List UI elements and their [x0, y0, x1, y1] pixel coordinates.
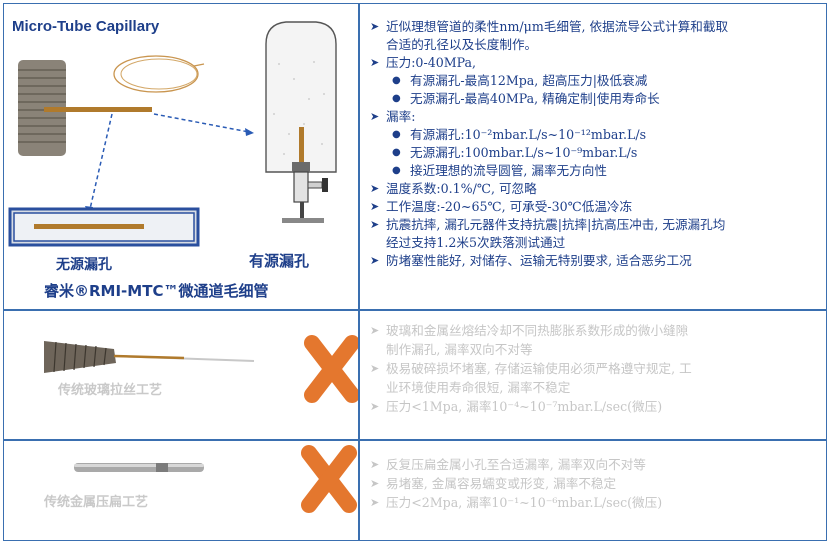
threaded-fitting: [18, 60, 66, 156]
metal-drawbacks-cell: 反复压扁金属小孔至合适漏率, 漏率双向不对等 易堵塞, 金属容易蠕变或形变, 漏…: [359, 440, 827, 541]
glass-process-label: 传统玻璃拉丝工艺: [58, 383, 163, 398]
spec-line: 合适的孔径以及长度制作。: [386, 37, 538, 52]
active-leak-bottle: [265, 21, 337, 173]
metal-drawback-line: 易堵塞, 金属容易蠕变或形变, 漏率不稳定: [370, 474, 820, 493]
metal-drawbacks-list: 反复压扁金属小孔至合适漏率, 漏率双向不对等 易堵塞, 金属容易蠕变或形变, 漏…: [370, 455, 820, 512]
metal-drawing: [74, 445, 357, 513]
spec-line: 无源漏孔:100mbar.L/s~10⁻⁹mbar.L/s: [370, 144, 820, 162]
glass-drawback-line: 压力<1Mpa, 漏率10⁻⁴~10⁻⁷mbar.L/sec(微压): [370, 397, 820, 416]
spec-line: 工作温度:-20~65℃, 可承受-30℃低温冷冻: [370, 198, 820, 216]
spec-line: 有源漏孔:10⁻²mbar.L/s~10⁻¹²mbar.L/s: [370, 126, 820, 144]
metal-drawback-line: 压力<2Mpa, 漏率10⁻¹~10⁻⁶mbar.L/sec(微压): [370, 493, 820, 512]
passive-leak-label: 无源漏孔: [56, 257, 112, 273]
brand-caption: 睿米®RMI-MTC™微通道毛细管: [44, 282, 269, 300]
spec-line: 温度系数:0.1%/℃, 可忽略: [370, 180, 820, 198]
glass-drawing: [44, 335, 358, 403]
spec-cell: 近似理想管道的柔性nm/μm毛细管, 依据流导公式计算和截取 合适的孔径以及长度…: [359, 3, 827, 310]
glass-fitting: [44, 341, 116, 373]
glass-drawback-line: 制作漏孔, 漏率双向不对等: [386, 342, 533, 357]
capillary-drawing: [8, 21, 337, 247]
metal-drawback-line: 反复压扁金属小孔至合适漏率, 漏率双向不对等: [370, 455, 820, 474]
spec-line: 防堵塞性能好, 对储存、运输无特别要求, 适合恶劣工况: [370, 252, 820, 270]
glass-drawback-line: 极易破碎损坏堵塞, 存储运输使用必须严格遵守规定, 工: [370, 359, 820, 378]
glass-drawback-line: 玻璃和金属丝熔结冷却不同热膨胀系数形成的微小缝隙: [370, 321, 820, 340]
spec-line: 漏率:: [370, 108, 820, 126]
spec-line: 接近理想的流导圆管, 漏率无方向性: [370, 162, 820, 180]
rejected-cross-icon: [304, 335, 358, 403]
spec-line: 抗震抗摔, 漏孔元器件支持抗震|抗摔|抗高压冲击, 无源漏孔均: [370, 216, 820, 234]
glass-drawbacks-cell: 玻璃和金属丝熔结冷却不同热膨胀系数形成的微小缝隙 制作漏孔, 漏率双向不对等 极…: [359, 310, 827, 440]
capillary-illustration-cell: Micro-Tube Capillary: [3, 3, 359, 310]
spec-line: 有源漏孔-最高12Mpa, 超高压力|极低衰减: [370, 72, 820, 90]
rejected-cross-icon: [301, 445, 357, 513]
glass-drawback-line: 业环境使用寿命很短, 漏率不稳定: [386, 380, 571, 395]
spec-line: 经过支持1.2米5次跌落测试通过: [386, 235, 566, 250]
glass-drawbacks-list: 玻璃和金属丝熔结冷却不同热膨胀系数形成的微小缝隙 制作漏孔, 漏率双向不对等 极…: [370, 321, 820, 416]
spec-line: 压力:0-40MPa,: [370, 54, 820, 72]
metal-process-cell: 传统金属压扁工艺: [3, 440, 359, 541]
active-leak-label: 有源漏孔: [249, 252, 310, 270]
spec-line: 无源漏孔-最高40MPa, 精确定制|使用寿命长: [370, 90, 820, 108]
spec-list: 近似理想管道的柔性nm/μm毛细管, 依据流导公式计算和截取 合适的孔径以及长度…: [370, 18, 820, 270]
capillary-coil: [113, 55, 199, 93]
spec-line: 近似理想管道的柔性nm/μm毛细管, 依据流导公式计算和截取: [370, 18, 820, 36]
capillary-title: Micro-Tube Capillary: [12, 18, 160, 35]
glass-process-cell: 传统玻璃拉丝工艺: [3, 310, 359, 440]
capillary-tube: [44, 107, 152, 112]
metal-process-label: 传统金属压扁工艺: [44, 495, 149, 510]
